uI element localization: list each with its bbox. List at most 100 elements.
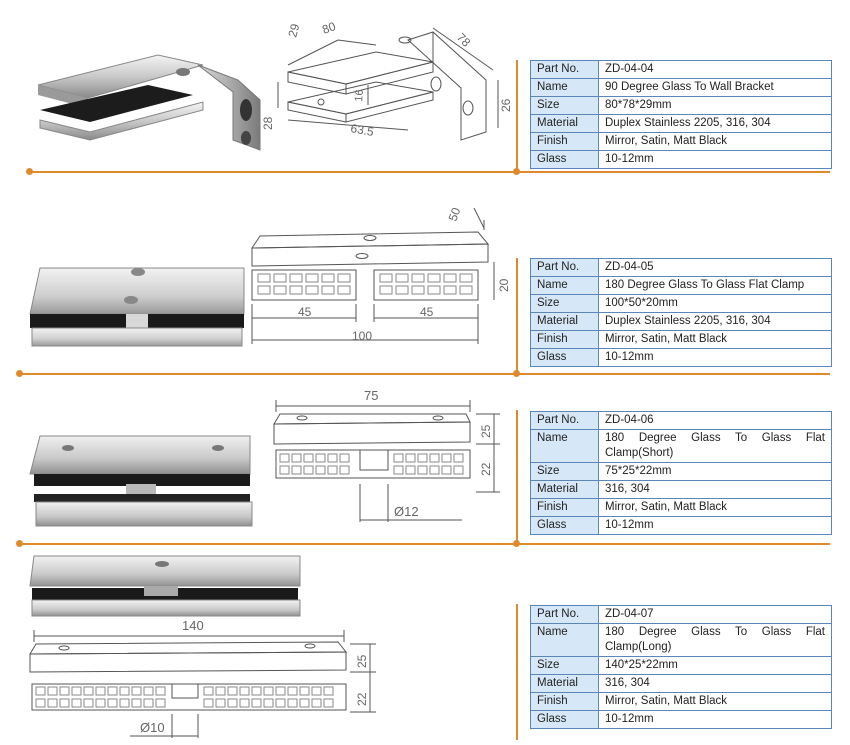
spec-value: 90 Degree Glass To Wall Bracket [598, 78, 832, 97]
dim-zd-04-07-25: 25 [355, 654, 369, 668]
spec-value: Duplex Stainless 2205, 316, 304 [598, 114, 832, 133]
product-photo-zd-04-05 [29, 267, 245, 347]
dim-zd-04-06-25: 25 [479, 424, 493, 438]
product-photo-zd-04-04 [37, 54, 261, 151]
spec-value: ZD-04-07 [598, 605, 832, 624]
spec-label: Part No. [530, 258, 599, 277]
separator-dot [513, 540, 520, 547]
section-divider-vertical [516, 60, 518, 172]
separator-dot [513, 370, 520, 377]
dim-zd-04-05-45-right: 45 [420, 305, 434, 319]
spec-label: Finish [530, 692, 599, 711]
spec-value: 180 Degree Glass To Glass Flat Clamp [598, 276, 832, 295]
spec-label: Material [530, 674, 599, 693]
spec-label: Name [530, 78, 599, 97]
dim-zd-04-05-100: 100 [352, 329, 372, 343]
spec-value: 80*78*29mm [598, 96, 832, 115]
product-photo-zd-04-06 [29, 435, 253, 527]
separator-dot [26, 168, 33, 175]
spec-value: 10-12mm [598, 710, 832, 729]
section-separator [20, 373, 830, 375]
spec-label: Finish [530, 498, 599, 517]
table-row: Part No.ZD-04-06 [530, 411, 832, 430]
spec-label: Glass [530, 348, 599, 367]
section-divider-vertical [516, 604, 518, 740]
spec-value: Mirror, Satin, Matt Black [598, 498, 832, 517]
spec-label: Name [530, 276, 599, 295]
section-separator [20, 543, 830, 545]
dim-zd-04-07-140: 140 [182, 618, 204, 633]
technical-drawing-zd-04-05: 50 20 45 45 100 [251, 205, 511, 344]
spec-label: Material [530, 114, 599, 133]
spec-value: ZD-04-04 [598, 60, 832, 79]
dim-zd-04-06-22: 22 [479, 462, 493, 476]
spec-label: Part No. [530, 60, 599, 79]
spec-label: Name [530, 623, 599, 657]
dim-zd-04-04-80: 80 [320, 19, 338, 37]
spec-value: 10-12mm [598, 150, 832, 169]
technical-drawing-zd-04-07: 140 25 22 Ø10 [29, 618, 376, 738]
section-divider-vertical [516, 410, 518, 544]
technical-drawing-zd-04-04: 29 80 78 16 28 63.5 26 [261, 19, 513, 141]
dim-zd-04-05-20: 20 [497, 278, 511, 292]
dim-zd-04-07-dia-10: Ø10 [140, 720, 165, 735]
dim-zd-04-04-63-5: 63.5 [349, 121, 375, 139]
dim-zd-04-04-16: 16 [353, 89, 366, 102]
spec-value: ZD-04-05 [598, 258, 832, 277]
section-divider-vertical [516, 258, 518, 374]
separator-dot [16, 540, 23, 547]
spec-value: Mirror, Satin, Matt Black [598, 692, 832, 711]
spec-label: Finish [530, 330, 599, 349]
dim-zd-04-05-50: 50 [446, 205, 464, 223]
spec-label: Material [530, 480, 599, 499]
separator-dot [513, 168, 520, 175]
spec-label: Glass [530, 516, 599, 535]
spec-value: 180 Degree Glass To Glass Flat Clamp(Sho… [598, 429, 832, 463]
spec-label: Size [530, 294, 599, 313]
dim-zd-04-06-dia-12: Ø12 [394, 504, 419, 519]
spec-value: 140*25*22mm [598, 656, 832, 675]
spec-value: Duplex Stainless 2205, 316, 304 [598, 312, 832, 331]
spec-value: 75*25*22mm [598, 462, 832, 481]
dim-zd-04-07-22: 22 [355, 692, 369, 706]
spec-label: Name [530, 429, 599, 463]
dim-zd-04-06-75: 75 [364, 388, 378, 403]
spec-value: Mirror, Satin, Matt Black [598, 132, 832, 151]
spec-value: Mirror, Satin, Matt Black [598, 330, 832, 349]
spec-label: Finish [530, 132, 599, 151]
dim-zd-04-05-45-left: 45 [298, 305, 312, 319]
table-row: Part No.ZD-04-07 [530, 605, 832, 624]
spec-label: Glass [530, 710, 599, 729]
spec-value: 100*50*20mm [598, 294, 832, 313]
spec-value: 10-12mm [598, 516, 832, 535]
spec-label: Part No. [530, 411, 599, 430]
spec-label: Part No. [530, 605, 599, 624]
spec-label: Material [530, 312, 599, 331]
table-row: Part No.ZD-04-05 [530, 258, 832, 277]
dim-zd-04-04-26: 26 [499, 98, 513, 112]
